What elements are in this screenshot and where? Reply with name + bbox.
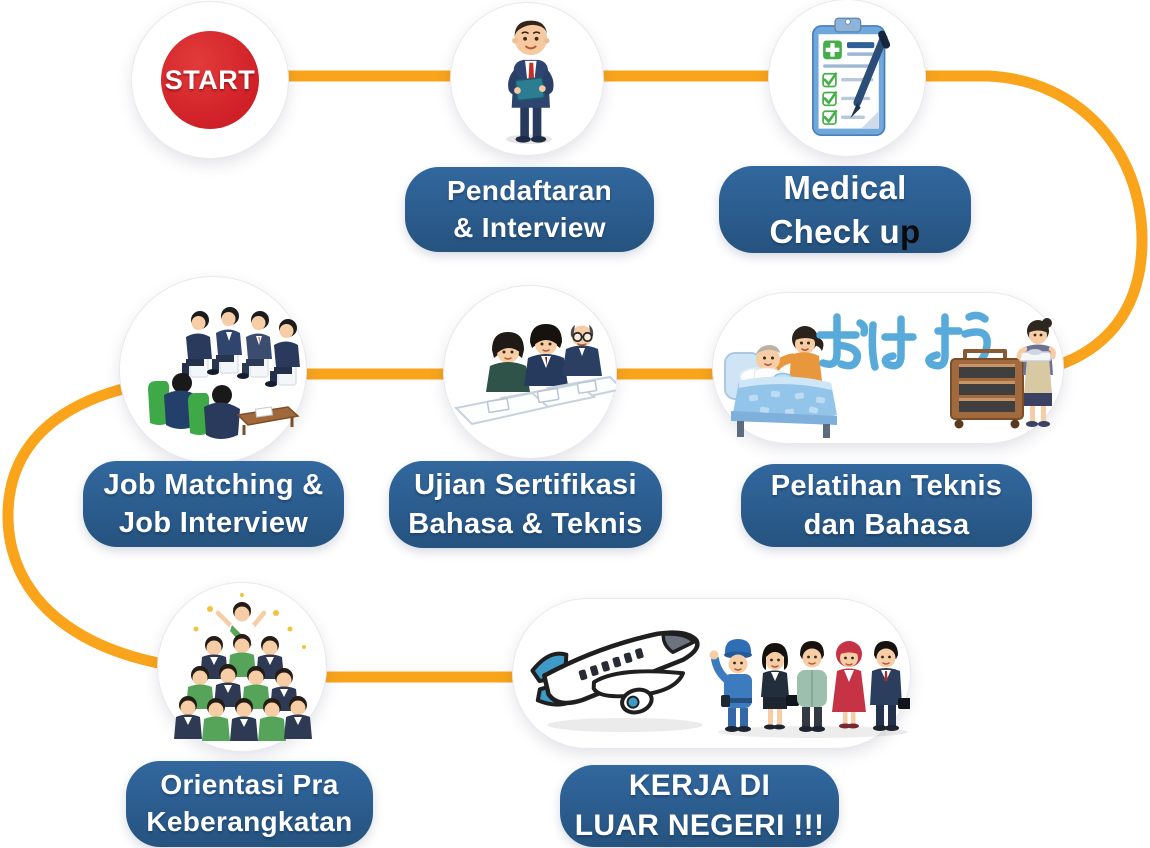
medical-label-artifact-p: p (900, 212, 921, 250)
medical-badge: Medical Check up (719, 166, 971, 253)
airplane-shadow (547, 718, 703, 732)
candidates-illustration (177, 307, 300, 387)
workers-illustration (709, 639, 910, 732)
confetti-dots (193, 593, 306, 649)
orientasi-label-line2: Keberangkatan (146, 806, 353, 837)
kerja-node (513, 599, 910, 748)
pendaftaran-node (451, 3, 603, 155)
connector-left-arc (2, 371, 248, 678)
orientasi-label-line1: Orientasi Pra (160, 769, 339, 801)
woman-in-red-figure (832, 641, 866, 729)
cabinet-illustration (950, 349, 1024, 429)
pelatihan-badge: Pelatihan Teknis dan Bahasa (741, 464, 1032, 547)
pelatihan-label-line1: Pelatihan Teknis (770, 470, 1003, 503)
interviewers-illustration (148, 373, 240, 439)
medical-label-line2: Check up (769, 212, 921, 250)
medical-clipboard-illustration (812, 17, 891, 137)
start-label: START (164, 64, 256, 95)
ujian-label-line2: Bahasa & Teknis (408, 507, 643, 540)
orientasi-badge: Orientasi Pra Keberangkatan (126, 761, 373, 847)
job-label-line1: Job Matching & (103, 468, 324, 501)
departure-scene-illustration (530, 630, 910, 738)
airplane-illustration (530, 630, 700, 715)
interview-scene-illustration (148, 307, 300, 439)
ujian-label-line1: Ujian Sertifikasi (414, 469, 637, 502)
pelatihan-label-line2: dan Bahasa (803, 508, 970, 541)
group-photo-illustration (174, 593, 312, 741)
pendaftaran-badge: Pendaftaran & Interview (405, 167, 654, 252)
officer-figure (709, 639, 752, 732)
job-matching-node (120, 277, 306, 463)
medical-node (769, 0, 925, 156)
attendant-illustration (1016, 318, 1056, 427)
businesswoman-figure (761, 643, 799, 730)
ujian-node (444, 286, 616, 458)
pelatihan-node (713, 293, 1063, 443)
kerja-badge: KERJA DI LUAR NEGERI !!! (560, 765, 839, 847)
pendaftaran-label-line2: & Interview (453, 211, 606, 243)
businessman-figure (870, 641, 910, 731)
pen-icon (850, 30, 891, 119)
orientasi-node (158, 583, 326, 751)
worker-figure (797, 641, 827, 732)
medical-label-line1: Medical (783, 168, 907, 206)
kerja-label-line1: KERJA DI (628, 769, 771, 803)
japanese-greeting-text (816, 311, 991, 375)
bed-scene-illustration (724, 345, 837, 438)
businessman-illustration (505, 20, 554, 145)
table-illustration (236, 406, 300, 435)
connector-right-arc (982, 70, 1148, 381)
start-node: START (132, 2, 288, 158)
start-button-illustration: START (161, 31, 259, 129)
job-label-line2: Job Interview (118, 507, 309, 539)
pendaftaran-label-line1: Pendaftaran (446, 174, 613, 206)
caregiving-scene-illustration (724, 311, 1056, 438)
ujian-badge: Ujian Sertifikasi Bahasa & Teknis (389, 461, 662, 548)
kerja-label-line2: LUAR NEGERI !!! (574, 809, 825, 842)
job-matching-badge: Job Matching & Job Interview (83, 461, 344, 547)
exam-scene-illustration (453, 324, 616, 426)
